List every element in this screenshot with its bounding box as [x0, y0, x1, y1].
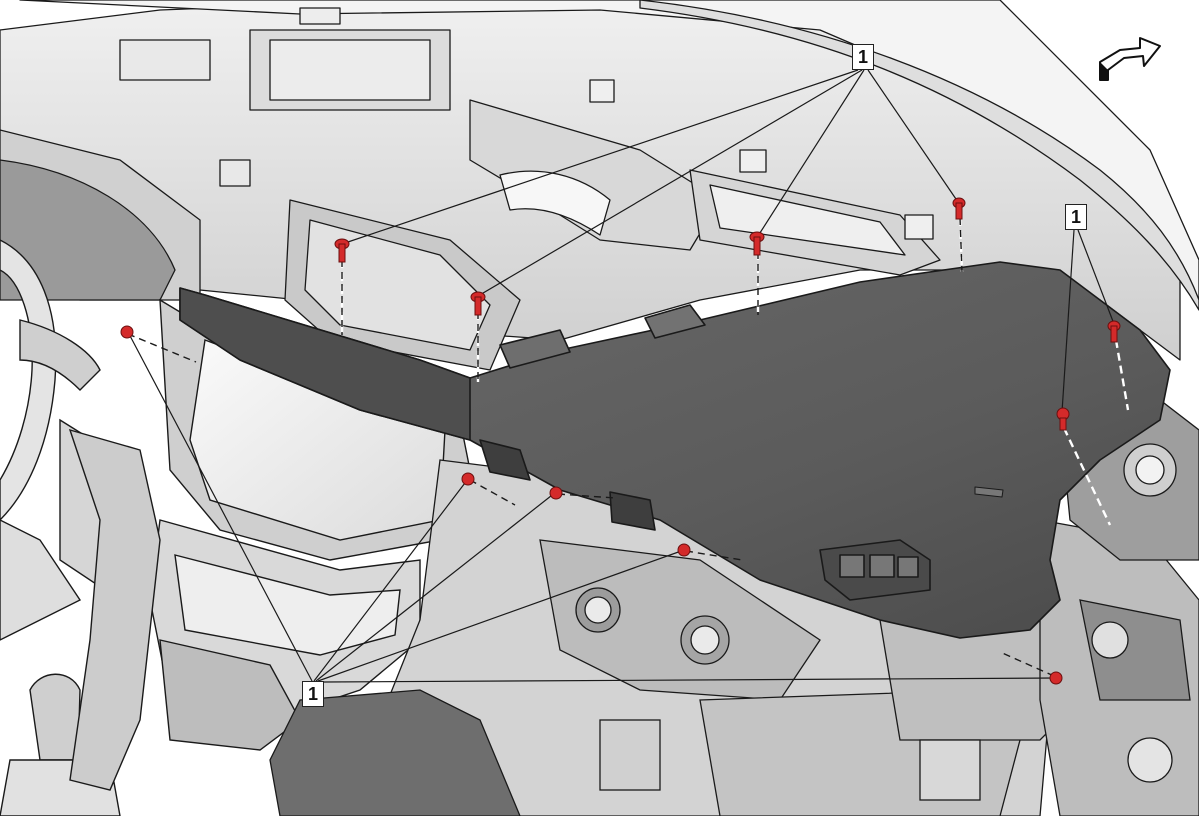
callout-label-bottom: 1: [302, 681, 324, 707]
fastener-icon: [1107, 320, 1121, 343]
upper-trim-panel: [179, 261, 1171, 639]
fastener-icon: [120, 325, 134, 339]
leader-lines: [127, 69, 1115, 683]
lower-cross-car-beam: [269, 399, 1199, 816]
callout-label-right: 1: [1065, 204, 1087, 230]
callout-label-top: 1: [852, 44, 874, 70]
direction-arrow-icon: [1099, 37, 1161, 81]
fasteners: [120, 197, 1121, 685]
upper-dash-structure: [0, 0, 1199, 371]
fastener-icon: [1049, 671, 1063, 685]
fastener-icon: [461, 472, 475, 486]
fastener-icon: [952, 197, 966, 220]
fastener-icon: [677, 543, 691, 557]
center-stack: [68, 298, 471, 791]
install-paths-dark: [127, 217, 1055, 677]
fastener-icon: [749, 231, 765, 256]
fastener-icon: [1056, 407, 1070, 431]
fastener-icon: [334, 238, 350, 263]
fastener-icon: [549, 486, 563, 500]
fastener-icon: [470, 291, 486, 316]
